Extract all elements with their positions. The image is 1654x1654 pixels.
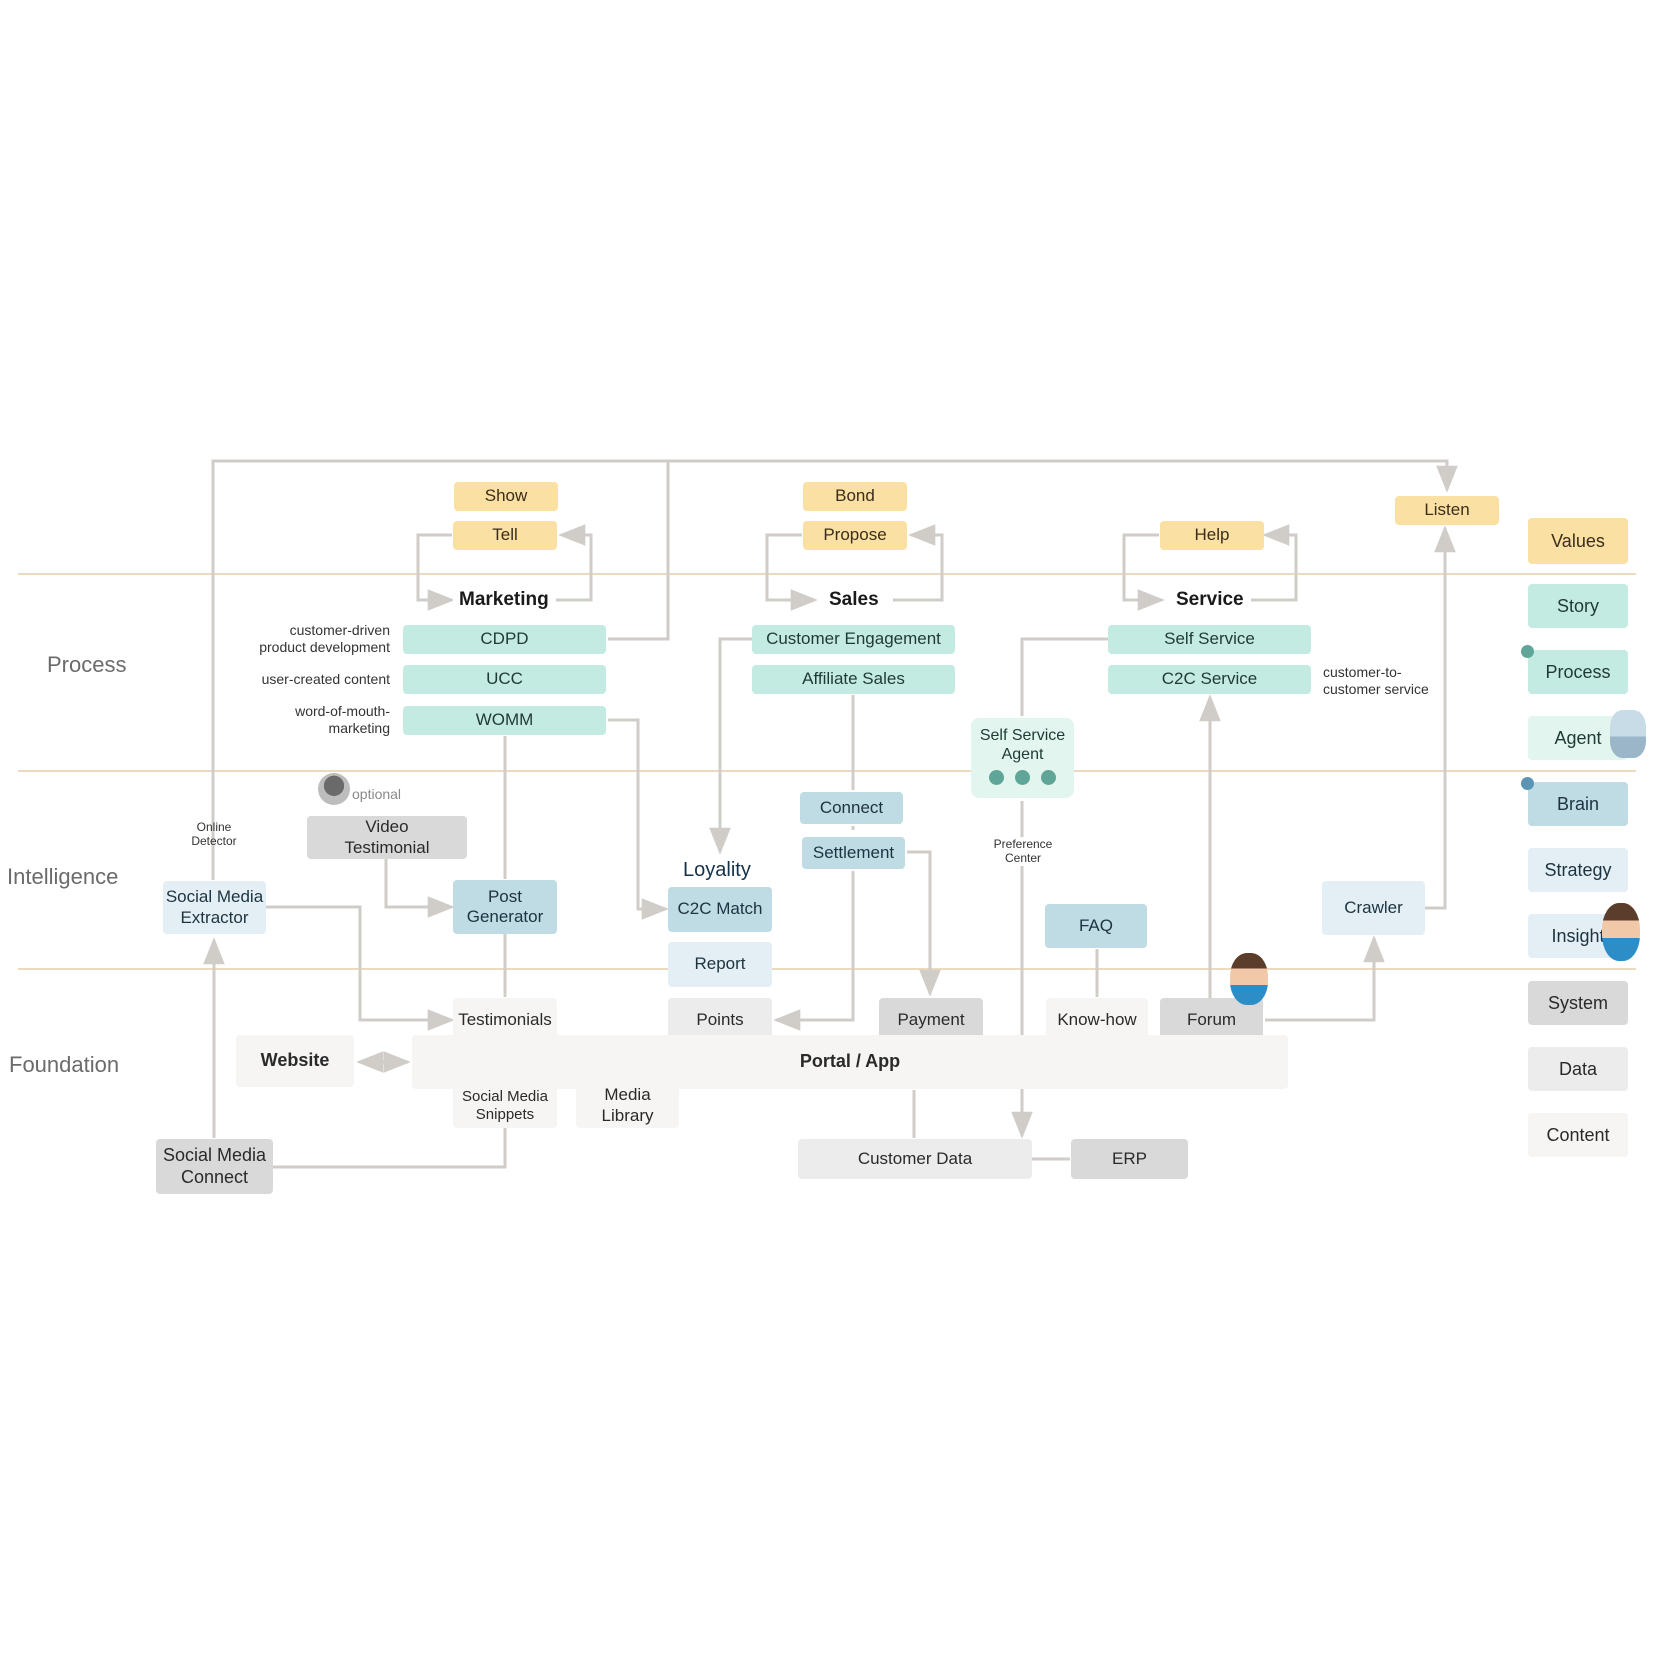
cdpd-node[interactable]: CDPD [403,625,606,654]
media-library-node[interactable]: Media Library [576,1083,679,1128]
show-node[interactable]: Show [454,482,558,511]
faq-node[interactable]: FAQ [1045,904,1147,948]
marketing-heading: Marketing [453,589,555,611]
social-media-extractor-node[interactable]: Social Media Extractor [163,881,266,934]
tell-node[interactable]: Tell [453,521,557,550]
settlement-node[interactable]: Settlement [802,837,905,869]
ucc-node[interactable]: UCC [403,665,606,694]
legend-content: Content [1528,1113,1628,1157]
self-service-node[interactable]: Self Service [1108,625,1311,654]
service-heading: Service [1170,589,1250,611]
report-node[interactable]: Report [668,942,772,987]
legend-data: Data [1528,1047,1628,1091]
website-node[interactable]: Website [236,1035,354,1087]
woman-avatar-icon [318,773,350,805]
ucc-note: user-created content [261,671,390,687]
portal-app-node[interactable]: Portal / App [412,1035,1288,1089]
man-avatar-icon [1230,953,1268,1005]
loyality-heading: Loyality [677,859,757,882]
legend-strategy: Strategy [1528,848,1628,892]
customer-engagement-node[interactable]: Customer Engagement [752,625,955,654]
erp-node[interactable]: ERP [1071,1139,1188,1179]
cdpd-note: customer-driven product development [259,622,390,655]
agent-dots-icon [989,770,1056,786]
sales-heading: Sales [823,589,885,611]
lane-label-foundation: Foundation [9,1052,120,1077]
help-node[interactable]: Help [1160,521,1264,550]
c2c-note: customer-to- customer service [1323,664,1429,697]
legend-brain-dot-icon [1521,777,1534,790]
womm-note: word-of-mouth- marketing [295,703,390,736]
listen-node[interactable]: Listen [1395,496,1499,525]
man-avatar-icon [1602,903,1640,961]
legend-values: Values [1528,518,1628,564]
self-service-agent-label: Self Service Agent [979,727,1066,764]
propose-node[interactable]: Propose [803,521,907,550]
c2c-match-node[interactable]: C2C Match [668,887,772,932]
preference-center-note: Preference Center [985,837,1061,866]
connect-node[interactable]: Connect [800,792,903,824]
lane-label-intelligence: Intelligence [7,864,119,889]
robot-avatar-icon [1610,710,1646,758]
c2c-service-node[interactable]: C2C Service [1108,665,1311,694]
lane-label-process: Process [47,652,127,677]
legend-story: Story [1528,584,1628,628]
legend-process-dot-icon [1521,645,1534,658]
social-media-snippets-node[interactable]: Social Media Snippets [453,1083,557,1128]
lane-separators [18,573,1636,970]
video-testimonial-node[interactable]: Video Testimonial [307,816,467,859]
post-generator-node[interactable]: Post Generator [453,880,557,934]
legend-system: System [1528,981,1628,1025]
bond-node[interactable]: Bond [803,482,907,511]
connectors [203,459,1458,1169]
optional-note: optional [352,786,402,802]
legend-process: Process [1528,650,1628,694]
crawler-node[interactable]: Crawler [1322,881,1425,935]
self-service-agent-node[interactable]: Self Service Agent [971,718,1074,798]
legend-brain: Brain [1528,782,1628,826]
online-detector-note: Online Detector [191,820,237,849]
customer-data-node[interactable]: Customer Data [798,1139,1032,1179]
womm-node[interactable]: WOMM [403,706,606,735]
affiliate-sales-node[interactable]: Affiliate Sales [752,665,955,694]
social-media-connect-node[interactable]: Social Media Connect [156,1139,273,1194]
